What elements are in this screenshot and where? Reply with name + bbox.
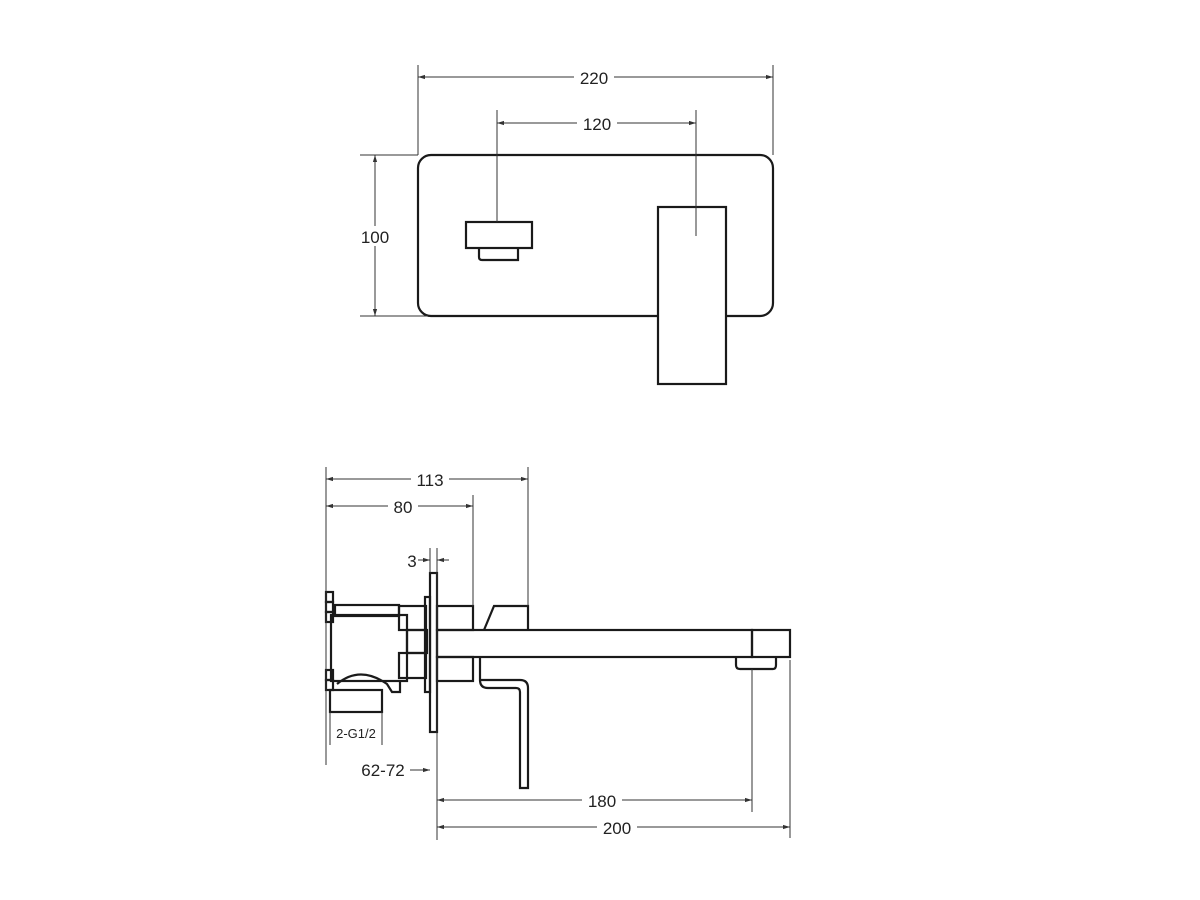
lever-handle [656,205,728,386]
valve-body [329,613,409,683]
aerator [477,248,520,262]
dimension-label-62-72: 62-72 [361,761,404,780]
dimension-label-100: 100 [361,228,389,247]
side-view: 113 80 3 2-G1/2 62-72 180 200 [324,467,792,840]
spout-tip [750,628,792,659]
inlet-thread-label: 2-G1/2 [336,726,376,741]
dimension-label-220: 220 [580,69,608,88]
top-view: 220 120 100 [355,65,775,386]
wall-plate-front [416,153,775,318]
inlet-connector [336,673,402,694]
spout-outlet [464,220,534,250]
dimension-label-80: 80 [394,498,413,517]
dimension-label-200: 200 [603,819,631,838]
aerator-side [734,657,778,671]
dimension-label-113: 113 [416,471,443,490]
inlet-fitting [328,688,384,714]
dimension-label-3: 3 [407,552,416,571]
dimension-label-180: 180 [588,792,616,811]
dimension-label-120: 120 [583,115,611,134]
spout [435,628,754,659]
